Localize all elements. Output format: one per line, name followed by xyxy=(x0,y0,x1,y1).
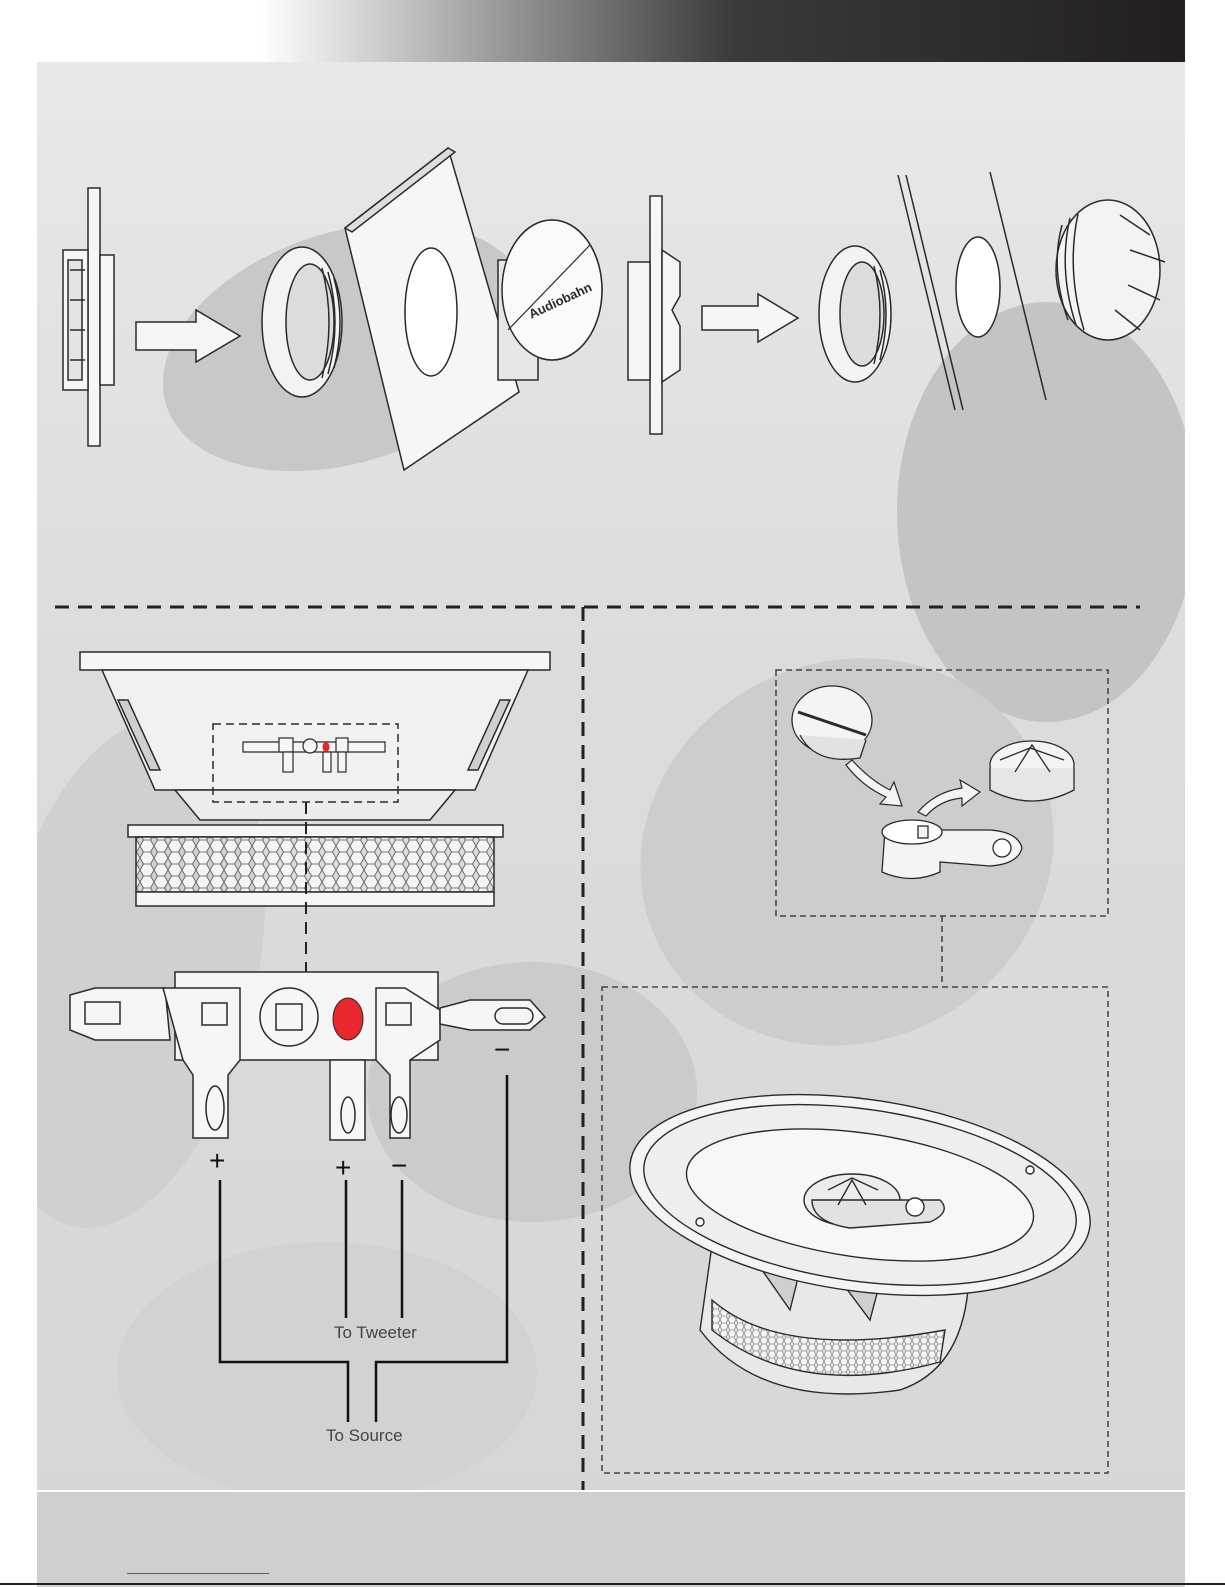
footer-link-underline[interactable] xyxy=(127,1573,269,1574)
tweeter-cap-cup xyxy=(792,686,872,759)
flush-mount-tweeter-side-view xyxy=(63,188,114,446)
woofer-side-view xyxy=(80,652,550,906)
right-arrow-icon xyxy=(702,294,798,342)
coaxial-speaker xyxy=(617,1068,1103,1394)
right-arrow-icon xyxy=(136,310,240,362)
tweeter-mount-bracket xyxy=(882,820,1022,879)
threaded-ring xyxy=(262,247,342,397)
tweeter-pod xyxy=(1056,200,1165,340)
terminal-enlarged xyxy=(70,972,545,1140)
to-tweeter-label: To Tweeter xyxy=(334,1323,417,1343)
polarity-dot-small xyxy=(323,742,330,752)
tweeter-minus-label: − xyxy=(391,1150,407,1182)
woofer-plus-label: + xyxy=(209,1145,225,1177)
mounting-panel-edge xyxy=(898,172,1046,410)
curved-arrow-icon xyxy=(846,760,980,816)
tweeter-cup: Audiobahn xyxy=(498,220,602,380)
woofer-minus-label: − xyxy=(494,1034,510,1066)
tweeter-plus-label: + xyxy=(335,1152,351,1184)
tweeter-pod-small xyxy=(990,741,1074,801)
to-source-label: To Source xyxy=(326,1426,403,1446)
surface-mount-tweeter-side-view xyxy=(628,196,680,434)
polarity-dot xyxy=(333,998,363,1040)
mounting-panel xyxy=(345,148,519,470)
threaded-ring xyxy=(819,246,891,382)
